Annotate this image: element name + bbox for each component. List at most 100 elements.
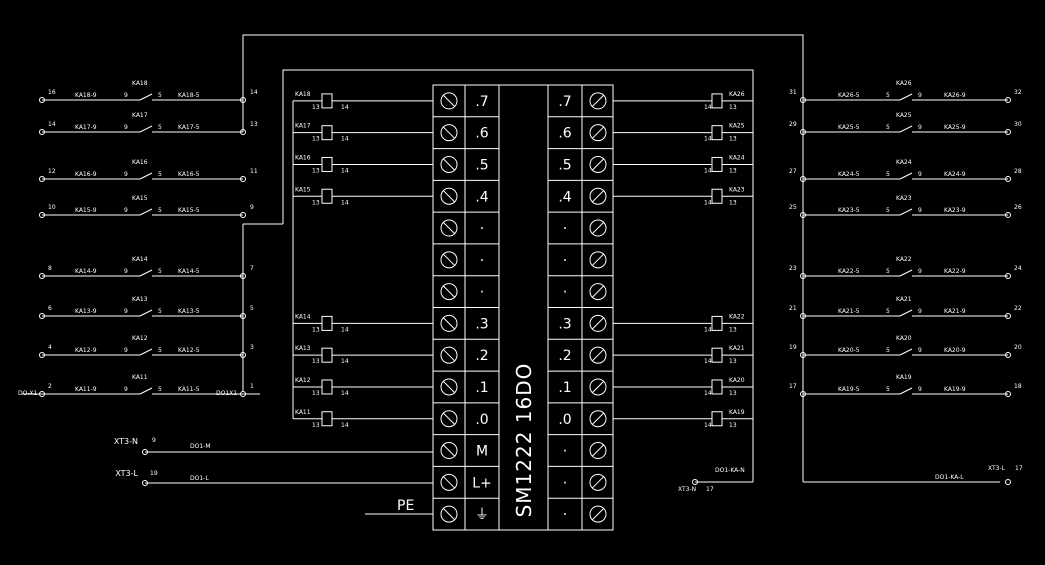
screw-terminal-icon (589, 378, 607, 396)
far-right-terminal: XT3-L (988, 465, 1006, 472)
contact-label: KA24 (896, 159, 912, 166)
coil-pin: 14 (341, 358, 349, 365)
coil-pin: 13 (729, 358, 737, 365)
contact-label: KA14 (132, 256, 148, 263)
contact-pin: 9 (124, 124, 128, 131)
terminal-number: 14 (48, 121, 56, 128)
contact-label: KA12 (132, 335, 148, 342)
terminal-number: 5 (250, 305, 254, 312)
coil-label: KA20 (729, 377, 745, 384)
contact-pin: 5 (158, 92, 162, 99)
channel-label-right: · (563, 253, 567, 269)
terminal-dot (1005, 176, 1011, 182)
coil-label: KA19 (729, 409, 745, 416)
relay-coil (321, 188, 333, 204)
channel-label-left: ⏚ (475, 507, 489, 523)
wire-label: KA21-5 (838, 308, 860, 315)
screw-terminal-icon (440, 346, 458, 364)
terminal-number: 2 (48, 383, 52, 390)
sm1222-module: SM1222 16DO .7.7.6.6.5.5.4.4······.3.3.2… (432, 84, 614, 531)
screw-terminal-icon (589, 219, 607, 237)
coil-pin: 13 (729, 390, 737, 397)
coil-label: KA11 (295, 409, 311, 416)
terminal-number: 8 (48, 265, 52, 272)
relay-coil (711, 156, 723, 172)
screw-terminal-icon (589, 410, 607, 428)
terminal-dot (800, 97, 806, 103)
terminal-dot (240, 176, 246, 182)
coil-pin: 13 (729, 326, 737, 333)
wire-label: KA19-5 (838, 386, 860, 393)
contact-label: KA18 (132, 80, 148, 87)
channel-label-left: · (480, 221, 484, 237)
contact-label: KA11 (132, 374, 148, 381)
terminal-dot (800, 273, 806, 279)
terminal-dot (1005, 391, 1011, 397)
wire-label: KA13-9 (75, 308, 97, 315)
terminal-dot (800, 212, 806, 218)
coil-pin: 13 (729, 199, 737, 206)
coil-pin: 14 (704, 136, 712, 143)
coil-pin: 13 (729, 422, 737, 429)
coil-pin: 14 (704, 199, 712, 206)
right-bottom-wiring: DO1-KA-N XT3-N 17 DO1-KA-L XT3-L 17 (678, 465, 1023, 493)
channel-label-left: .6 (475, 126, 488, 142)
terminal-dot (800, 352, 806, 358)
contact-pin: 5 (886, 92, 890, 99)
terminal-dot (1005, 313, 1011, 319)
relay-coil (321, 125, 333, 141)
supply-wire-0: DO1-M (190, 443, 211, 450)
terminal-dot (39, 352, 45, 358)
coil-label: KA24 (729, 154, 745, 161)
contact-pin: 9 (918, 386, 922, 393)
coil-pin: 13 (312, 422, 320, 429)
contact-pin: 5 (886, 308, 890, 315)
screw-terminal-icon (440, 92, 458, 110)
screw-terminal-icon (440, 219, 458, 237)
screw-terminal-icon (589, 442, 607, 460)
contact-pin: 5 (158, 268, 162, 275)
wire-label: KA25-9 (944, 124, 966, 131)
coil-label: KA14 (295, 313, 311, 320)
contact-pin: 9 (918, 171, 922, 178)
terminal-number: 3 (250, 344, 254, 351)
coil-label: KA17 (295, 123, 311, 130)
contact-pin: 5 (158, 207, 162, 214)
screw-terminal-icon (589, 346, 607, 364)
wire-label: KA24-5 (838, 171, 860, 178)
contact-pin: 9 (124, 171, 128, 178)
terminal-number: 7 (250, 265, 254, 272)
relay-coil (321, 93, 333, 109)
coil-pin: 13 (312, 136, 320, 143)
channel-label-right: .5 (558, 157, 571, 173)
wire-label: KA22-5 (838, 268, 860, 275)
screw-terminal-icon (440, 442, 458, 460)
supply-pin-1: 19 (150, 470, 158, 477)
contact-pin: 5 (886, 207, 890, 214)
coil-label: KA26 (729, 91, 745, 98)
contact-pin: 9 (918, 207, 922, 214)
contact-pin: 5 (886, 124, 890, 131)
coil-pin: 14 (341, 136, 349, 143)
channel-label-right: .0 (558, 412, 571, 428)
screw-terminal-icon (440, 187, 458, 205)
terminal-number: 30 (1014, 121, 1022, 128)
contact-pin: 9 (918, 92, 922, 99)
channel-label-right: .1 (558, 380, 571, 396)
contact-pin: 9 (918, 347, 922, 354)
contact-pin: 9 (918, 308, 922, 315)
wire-label: KA16-9 (75, 171, 97, 178)
coil-label: KA18 (295, 91, 311, 98)
wire-label: KA19-9 (944, 386, 966, 393)
coil-pin: 13 (312, 199, 320, 206)
contact-label: KA17 (132, 112, 148, 119)
supply-wiring: XT3-N 9 DO1-M XT3-L 19 DO1-L PE (114, 437, 433, 515)
terminal-dot (800, 391, 806, 397)
terminal-number: 6 (48, 305, 52, 312)
screw-terminal-icon (440, 505, 458, 523)
terminal-number: 29 (789, 121, 797, 128)
contact-pin: 5 (886, 386, 890, 393)
terminal-dot (39, 212, 45, 218)
coil-label: KA25 (729, 123, 745, 130)
